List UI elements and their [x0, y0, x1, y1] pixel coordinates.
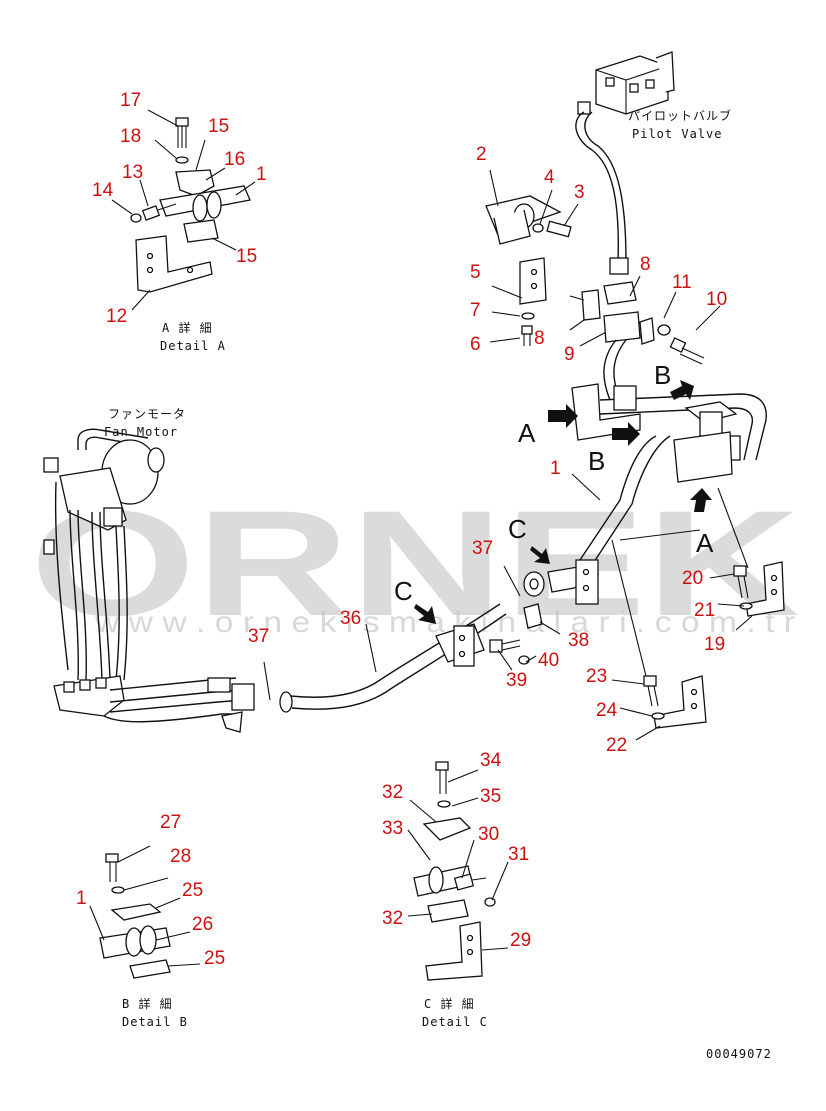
callout-3: 3 — [574, 182, 585, 203]
pilot-hose — [575, 111, 619, 263]
pilot-hose-fitting — [603, 257, 637, 305]
callout-37: 37 — [248, 626, 269, 647]
callout-23: 23 — [586, 666, 607, 687]
callout-32: 32 — [382, 782, 403, 803]
callout-36: 36 — [340, 608, 361, 629]
callout-25: 25 — [204, 948, 225, 969]
callout-29: 29 — [510, 930, 531, 951]
callout-5: 5 — [470, 262, 481, 283]
callout-18: 18 — [120, 126, 141, 147]
pilot-valve-en-label: Pilot Valve — [632, 127, 722, 141]
watermark-brand: ORNEK — [30, 479, 800, 647]
view-arrows — [414, 380, 712, 624]
hose-36-drawing — [279, 603, 543, 713]
callout-16: 16 — [224, 149, 245, 170]
callout-19: 19 — [704, 634, 725, 655]
fan-motor-drawing — [43, 428, 255, 733]
callout-1: 1 — [550, 458, 561, 479]
callout-15: 15 — [208, 116, 229, 137]
callout-14: 14 — [92, 180, 114, 201]
view-letter-c: C — [508, 514, 527, 544]
detail-c-leaders — [407, 769, 509, 951]
callout-20: 20 — [682, 568, 703, 589]
callout-15: 15 — [236, 246, 257, 267]
callout-22: 22 — [606, 735, 627, 756]
drawing-id: 00049072 — [706, 1047, 772, 1061]
callout-33: 33 — [382, 818, 403, 839]
callout-32: 32 — [382, 908, 403, 929]
pilot-valve-jp-label: パイロットバルブ — [628, 108, 732, 123]
bracket-2-leaders — [489, 169, 721, 347]
view-letter-b: B — [588, 446, 605, 476]
callout-1: 1 — [76, 888, 87, 909]
detail-b-jp-label: B 詳 細 — [122, 996, 173, 1011]
detail-a-en-label: Detail A — [160, 339, 226, 353]
bracket-19-drawing — [733, 561, 785, 617]
callout-8: 8 — [640, 254, 651, 275]
callout-28: 28 — [170, 846, 191, 867]
detail-a-jp-label: A 詳 細 — [162, 320, 213, 335]
detail-b-leaders — [89, 845, 201, 967]
callout-9: 9 — [564, 344, 575, 365]
detail-a-leaders — [111, 109, 256, 311]
view-letter-b: B — [654, 360, 671, 390]
callout-12: 12 — [106, 306, 127, 327]
callout-25: 25 — [182, 880, 203, 901]
detail-c-jp-label: C 詳 細 — [424, 996, 475, 1011]
pilot-valve-drawing — [577, 51, 675, 115]
detail-c-drawing — [413, 761, 496, 981]
callout-39: 39 — [506, 670, 527, 691]
main-tube-assembly — [523, 383, 767, 605]
callout-7: 7 — [470, 300, 481, 321]
callout-35: 35 — [480, 786, 501, 807]
callout-10: 10 — [706, 289, 727, 310]
callout-24: 24 — [596, 700, 618, 721]
callout-6: 6 — [470, 334, 481, 355]
view-letter-a: A — [696, 528, 714, 558]
callout-1: 1 — [256, 164, 267, 185]
callout-8: 8 — [534, 328, 545, 349]
view-letter-a: A — [518, 418, 536, 448]
callout-27: 27 — [160, 812, 181, 833]
bracket-22-drawing — [643, 675, 707, 729]
callout-40: 40 — [538, 650, 559, 671]
detail-c-en-label: Detail C — [422, 1015, 488, 1029]
bracket-2-drawing — [485, 195, 601, 346]
view-letter-c: C — [394, 576, 413, 606]
callout-13: 13 — [122, 162, 143, 183]
detail-b-en-label: Detail B — [122, 1015, 188, 1029]
detail-a-drawing — [130, 117, 251, 293]
callout-2: 2 — [476, 144, 487, 165]
fan-motor-jp-label: ファンモータ — [108, 407, 186, 421]
callout-26: 26 — [192, 914, 213, 935]
callout-31: 31 — [508, 844, 529, 865]
main-assembly-leaders — [503, 473, 753, 741]
callout-34: 34 — [480, 750, 502, 771]
detail-b-drawing — [99, 853, 171, 979]
callout-21: 21 — [694, 600, 715, 621]
clamp-8-drawing — [603, 311, 705, 401]
callout-37: 37 — [472, 538, 493, 559]
callout-38: 38 — [568, 630, 589, 651]
callout-17: 17 — [120, 90, 141, 111]
hose-36-leaders — [263, 621, 561, 701]
callout-4: 4 — [544, 167, 555, 188]
fan-motor-en-label: Fan Motor — [104, 425, 178, 439]
callout-11: 11 — [672, 272, 692, 293]
callout-30: 30 — [478, 824, 499, 845]
